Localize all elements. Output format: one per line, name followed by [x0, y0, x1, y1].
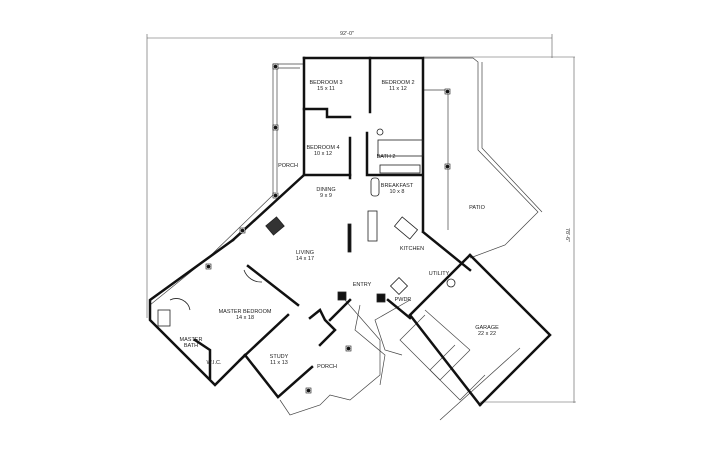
room-name: PATIO — [469, 205, 485, 211]
room-size: 11 x 13 — [270, 360, 288, 366]
fixtures — [157, 128, 456, 327]
room-label-kitchen: KITCHEN — [400, 246, 424, 252]
room-name: PORCH — [278, 163, 298, 169]
room-label-patio: PATIO — [469, 205, 485, 211]
porch-columns — [205, 63, 451, 394]
room-name: PORCH — [317, 364, 337, 370]
room-name: MASTER BATH — [179, 337, 203, 349]
room-name: W.I.C. — [206, 360, 222, 366]
room-name: BEDROOM 3 — [309, 80, 343, 86]
room-name: GARAGE — [475, 325, 499, 331]
room-size: 9 x 9 — [320, 193, 332, 199]
room-name: BREAKFAST — [380, 183, 414, 189]
dimension-lines — [146, 34, 576, 403]
room-size: 14 x 18 — [235, 315, 255, 321]
room-size: 10 x 8 — [389, 189, 405, 195]
room-name: STUDY — [269, 354, 289, 360]
room-name: UTILITY — [428, 271, 450, 277]
room-label-bath-2: BATH 2 — [377, 154, 396, 160]
room-name: PWDR — [394, 297, 412, 303]
room-size: 14 x 17 — [295, 256, 315, 262]
room-size: 10 x 12 — [313, 151, 333, 157]
room-name: MASTER BEDROOM — [218, 309, 272, 315]
room-label-wic: W.I.C. — [207, 360, 222, 366]
room-label-entry: ENTRY — [353, 282, 372, 288]
room-name: LIVING — [295, 250, 315, 256]
room-label-porch-front: PORCH — [317, 364, 337, 370]
room-name: ENTRY — [352, 282, 372, 288]
room-size: 22 x 22 — [477, 331, 497, 337]
width-dimension: 92'-0" — [340, 31, 355, 37]
room-label-powder: PWDR — [395, 297, 412, 303]
room-label-utility: UTILITY — [429, 271, 449, 277]
walls — [148, 56, 552, 407]
room-name: DINING — [316, 187, 336, 193]
room-name: BATH 2 — [376, 154, 396, 160]
room-name: KITCHEN — [399, 246, 425, 252]
room-name: BEDROOM 4 — [306, 145, 340, 151]
room-size: 15 x 11 — [317, 86, 335, 92]
room-label-porch-west: PORCH — [278, 163, 298, 169]
depth-dimension: 78'-6" — [564, 227, 571, 243]
room-name: BEDROOM 2 — [381, 80, 415, 86]
porch-patio-outlines — [149, 57, 543, 421]
room-size: 11 x 12 — [389, 86, 407, 92]
room-label-master-bath: MASTER BATH — [179, 337, 203, 349]
